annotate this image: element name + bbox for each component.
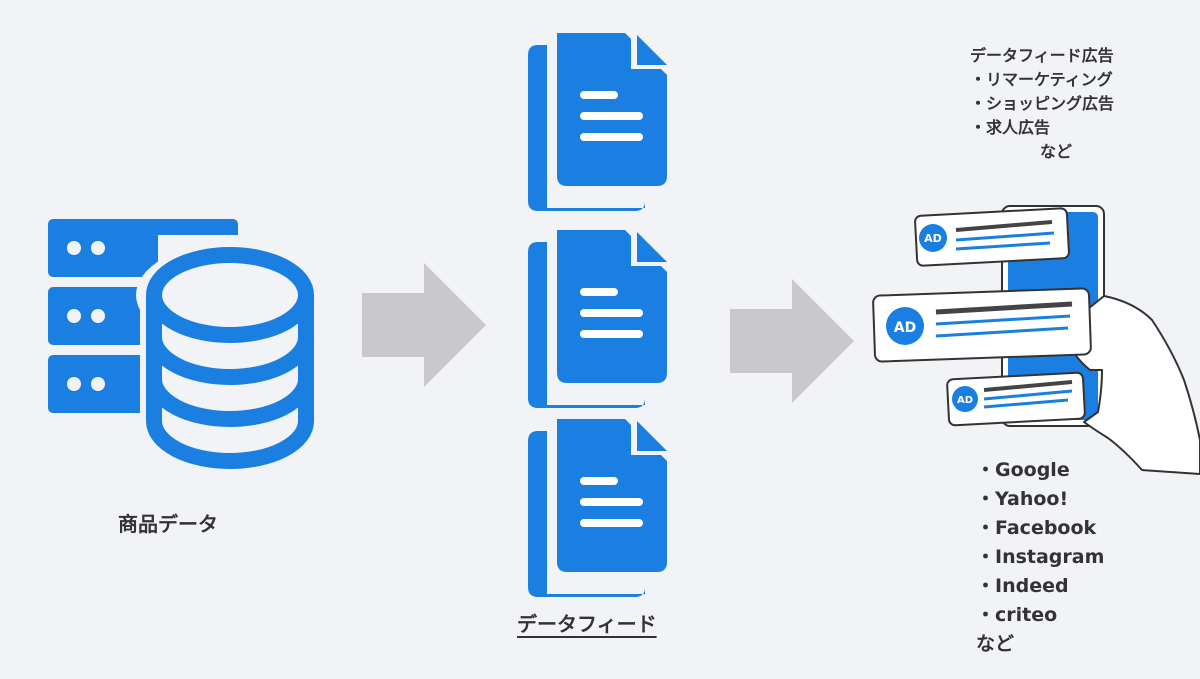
data-feed-label: データフィード [517,612,657,636]
platforms-more: など [976,633,1015,655]
platform-item: ・Yahoo! [976,488,1069,510]
platform-item: ・Google [976,459,1070,481]
platform-item: ・criteo [976,604,1058,626]
ad-badge-text: AD [924,232,942,245]
platforms-list: ・Google ・Yahoo! ・Facebook ・Instagram ・In… [976,456,1104,659]
ad-types-list: データフィード広告 ・リマーケティング ・ショッピング広告 ・求人広告 など [970,44,1114,164]
ad-type-item: ・求人広告 [970,118,1051,137]
ad-badge-text: AD [957,395,973,406]
data-feed-documents-icon [528,33,671,597]
ad-badge-text: AD [894,320,916,336]
ad-types-title: データフィード広告 [970,46,1114,65]
platform-item: ・Indeed [976,575,1069,597]
ad-type-item: ・リマーケティング [970,70,1113,89]
smartphone-ads-illustration: AD AD AD [872,205,1200,475]
platform-item: ・Instagram [976,546,1105,568]
arrow-right-icon [362,263,486,387]
ad-type-item: ・ショッピング広告 [970,94,1115,113]
arrow-right-icon [730,279,854,403]
product-data-label: 商品データ [118,512,218,536]
database-server-icon [48,219,324,469]
ad-types-more: など [1040,142,1073,161]
platform-item: ・Facebook [976,517,1097,539]
